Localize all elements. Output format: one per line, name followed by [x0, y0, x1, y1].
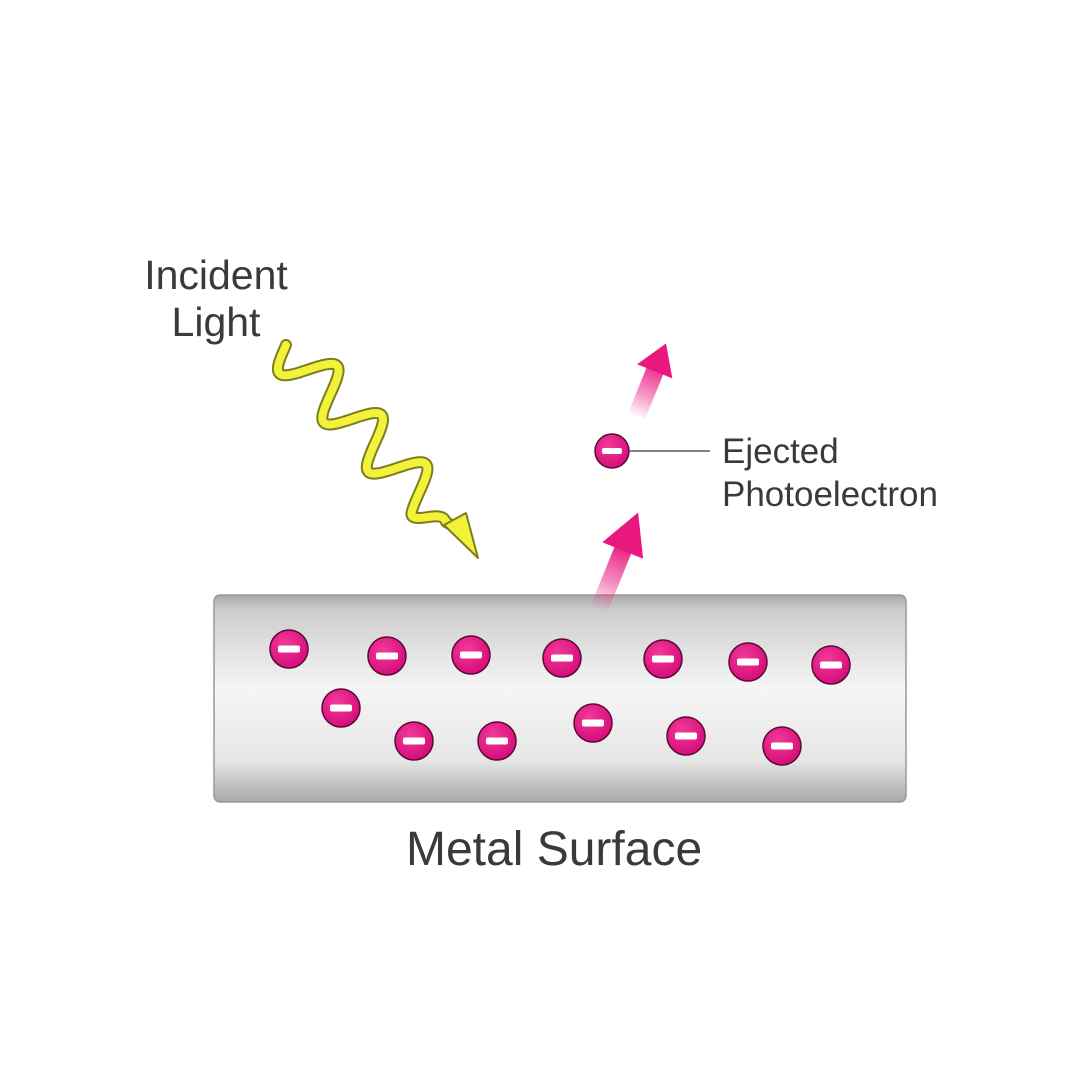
minus-sign — [330, 704, 352, 712]
metal-electron — [811, 645, 851, 685]
minus-sign — [486, 737, 508, 745]
metal-electron — [394, 721, 434, 761]
minus-sign — [737, 658, 759, 666]
metal-electron — [643, 639, 683, 679]
minus-sign — [551, 654, 573, 662]
incident-light-line-1: Incident — [144, 252, 288, 298]
metal-surface-label: Metal Surface — [406, 823, 703, 876]
incident-light-line-2: Light — [171, 299, 261, 345]
ejection-arrow-lower — [589, 512, 644, 616]
metal-electrons — [269, 629, 851, 766]
metal-electron — [321, 688, 361, 728]
metal-electron — [762, 726, 802, 766]
incident-light-label: Incident Light — [128, 252, 304, 346]
minus-sign — [602, 448, 622, 454]
metal-electron — [542, 638, 582, 678]
metal-electron — [477, 721, 517, 761]
metal-electron — [573, 703, 613, 743]
metal-electron — [666, 716, 706, 756]
ejected-label-line-2: Photoelectron — [722, 475, 938, 514]
minus-sign — [652, 655, 674, 663]
minus-sign — [771, 742, 793, 750]
ejected-photoelectron-label: Ejected Photoelectron — [722, 430, 938, 516]
ejection-arrow-upper — [627, 343, 673, 422]
metal-slab — [213, 594, 907, 803]
minus-sign — [403, 737, 425, 745]
incident-light-wave — [271, 339, 479, 559]
light-arrowhead — [443, 512, 479, 559]
minus-sign — [582, 719, 604, 727]
metal-electron — [269, 629, 309, 669]
minus-sign — [460, 651, 482, 659]
metal-electron — [367, 636, 407, 676]
metal-electron — [451, 635, 491, 675]
minus-sign — [376, 652, 398, 660]
minus-sign — [278, 645, 300, 653]
ejected-photoelectron — [594, 433, 630, 469]
metal-electron — [728, 642, 768, 682]
ejected-label-line-1: Ejected — [722, 432, 839, 471]
minus-sign — [820, 661, 842, 669]
minus-sign — [675, 732, 697, 740]
